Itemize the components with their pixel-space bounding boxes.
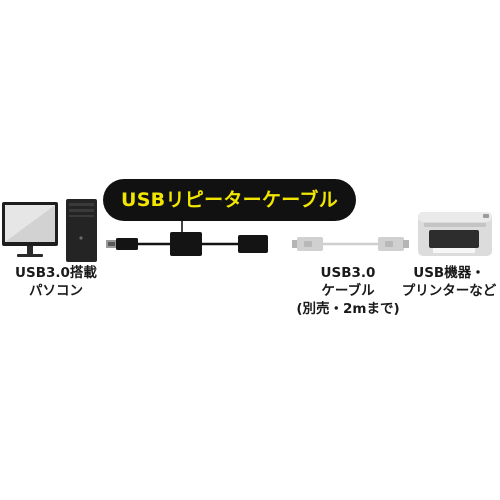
label-cable-line2: ケーブル xyxy=(321,283,375,299)
label-cable: USB3.0 ケーブル (別売・2mまで) xyxy=(285,264,411,318)
printer-icon xyxy=(418,212,492,256)
usb-extension-cable-icon xyxy=(292,237,409,251)
label-cable-line1: USB3.0 xyxy=(320,265,376,281)
usb-repeater-cable-icon xyxy=(106,221,268,256)
title-badge: USBリピーターケーブル xyxy=(103,179,356,221)
label-device: USB機器・ プリンターなど xyxy=(398,264,500,300)
label-device-line1: USB機器・ xyxy=(413,265,485,281)
title: USBリピーターケーブル xyxy=(120,189,339,211)
label-pc: USB3.0搭載 パソコン xyxy=(0,264,112,300)
label-device-line2: プリンターなど xyxy=(401,283,497,299)
desktop-pc-icon xyxy=(2,199,97,262)
label-pc-line2: パソコン xyxy=(29,283,83,299)
label-cable-line3: (別売・2mまで) xyxy=(296,301,400,317)
label-pc-line1: USB3.0搭載 xyxy=(15,265,97,281)
